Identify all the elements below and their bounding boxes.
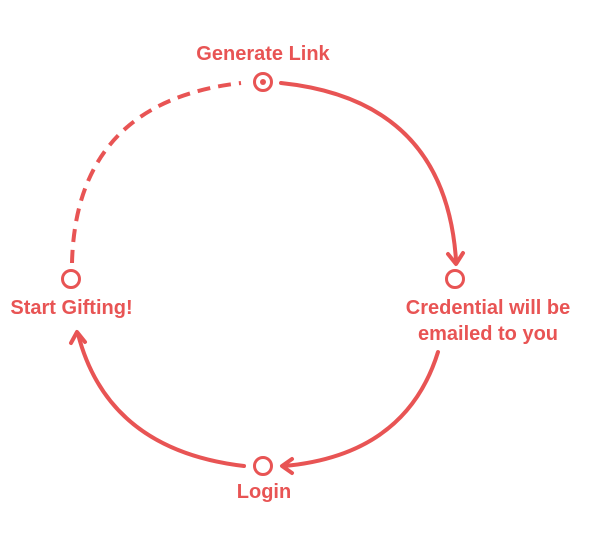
arrow-head-icon: [280, 457, 294, 475]
connector-login-to-start: [76, 332, 246, 468]
target-dot: [260, 79, 266, 85]
connector-credential-to-login: [282, 350, 440, 468]
circle-icon: [445, 269, 465, 289]
step-label-login: Login: [236, 481, 292, 503]
step-label-start: Start Gifting!: [10, 297, 133, 319]
connector-start-to-generate: [70, 81, 242, 264]
arrow-head-icon: [446, 251, 465, 266]
arrow-head-icon: [69, 330, 87, 345]
step-label-credential-line-1: Credential will be: [405, 297, 571, 319]
step-label-generate: Generate Link: [196, 43, 330, 65]
circle-icon: [61, 269, 81, 289]
step-marker-generate: [253, 72, 273, 92]
step-label-credential: Credential will be emailed to you: [388, 295, 588, 347]
step-label-credential-line-2: emailed to you: [417, 323, 559, 345]
circle-icon: [253, 456, 273, 476]
connector-generate-to-credential: [279, 81, 458, 262]
